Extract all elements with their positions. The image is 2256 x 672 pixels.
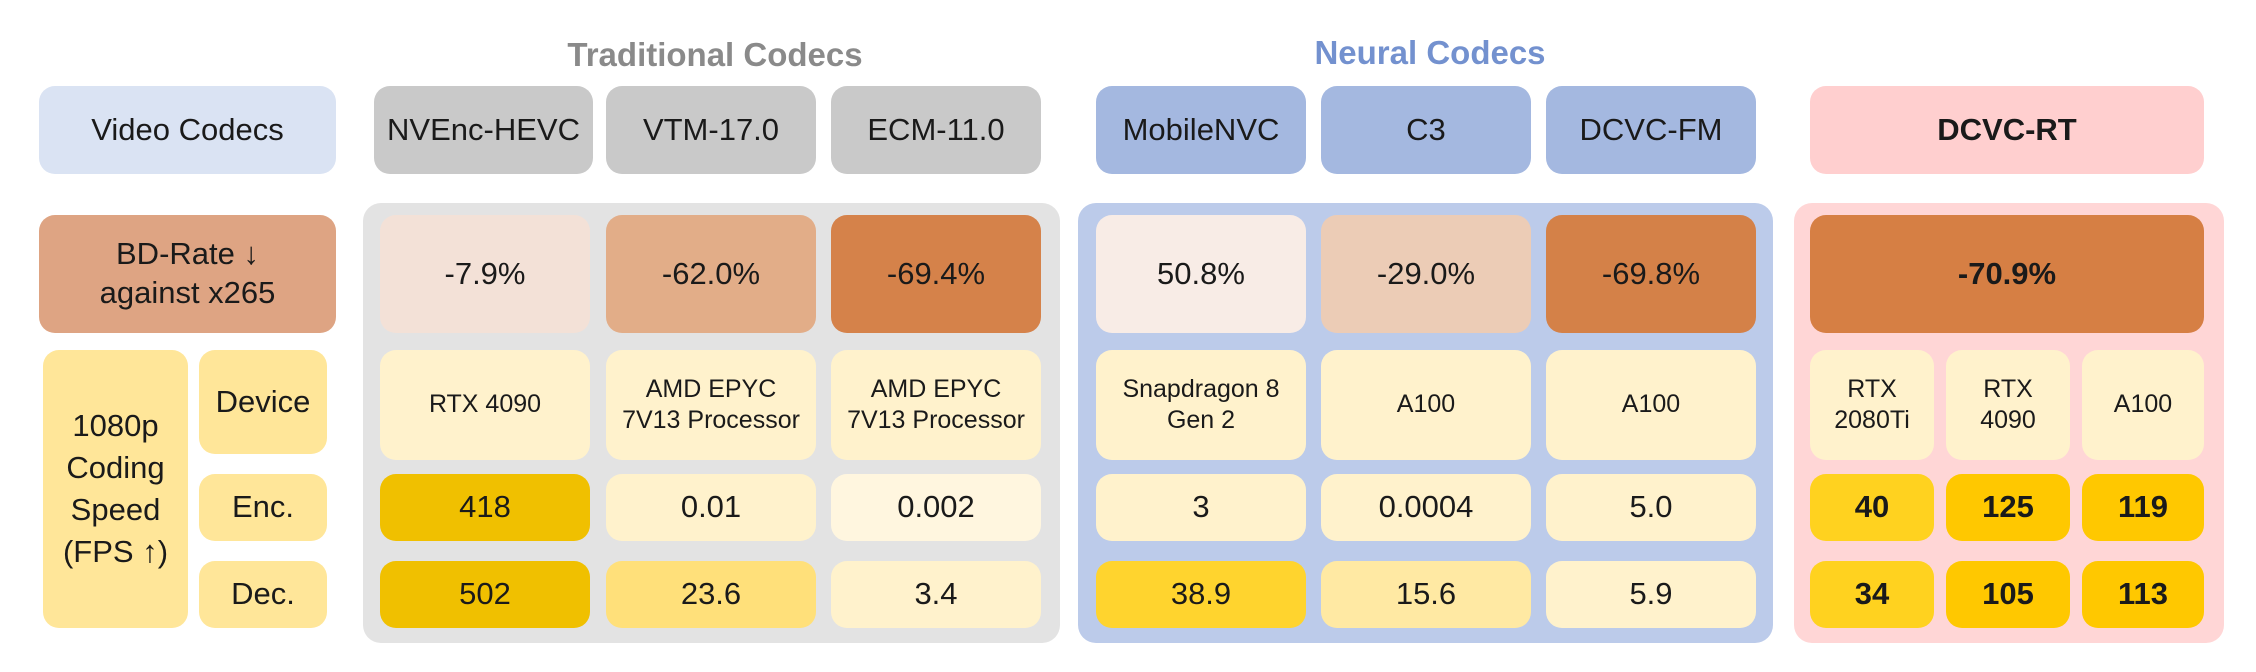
codec-header-nvenc-hevc: NVEnc-HEVC [374,86,593,174]
enc-row-label: Enc. [199,474,327,541]
enc-dcvc-fm: 5.0 [1546,474,1756,541]
device-vtm: AMD EPYC 7V13 Processor [606,350,816,460]
dec-dcvc-rt-a100: 113 [2082,561,2204,628]
bd-rate-ecm: -69.4% [831,215,1041,333]
device-ecm-line1: AMD EPYC [870,374,1002,403]
bd-rate-vtm: -62.0% [606,215,816,333]
enc-vtm: 0.01 [606,474,816,541]
bd-rate-nvenc-hevc: -7.9% [380,215,590,333]
device-dcvc-fm: A100 [1546,350,1756,460]
dec-ecm: 3.4 [831,561,1041,628]
dec-nvenc-hevc: 502 [380,561,590,628]
device-c3-text: A100 [1396,390,1456,419]
device-dcvc-rt-4090-line1: RTX [1983,374,2033,403]
device-dcvc-fm-text: A100 [1621,390,1681,419]
codec-header-ecm: ECM-11.0 [831,86,1041,174]
device-dcvc-rt-a100: A100 [2082,350,2204,460]
device-mobilenvc-line2: Gen 2 [1166,406,1236,434]
device-dcvc-rt-2080ti: RTX 2080Ti [1810,350,1934,460]
bd-rate-label: BD-Rate ↓ against x265 [39,215,336,333]
enc-ecm: 0.002 [831,474,1041,541]
dec-dcvc-rt-4090: 105 [1946,561,2070,628]
device-vtm-line2: 7V13 Processor [622,406,800,434]
coding-speed-label: 1080p Coding Speed (FPS ↑) [43,350,188,628]
device-dcvc-rt-2080ti-line1: RTX [1847,374,1897,403]
enc-nvenc-hevc: 418 [380,474,590,541]
device-dcvc-rt-2080ti-line2: 2080Ti [1834,406,1910,434]
bd-rate-mobilenvc: 50.8% [1096,215,1306,333]
device-vtm-line1: AMD EPYC [645,374,777,403]
device-ecm-line2: 7V13 Processor [847,406,1025,434]
device-dcvc-rt-a100-text: A100 [2113,390,2173,419]
bd-rate-label-line1: BD-Rate ↓ [116,236,259,272]
device-dcvc-rt-4090-line2: 4090 [1980,406,2036,434]
enc-dcvc-rt-a100: 119 [2082,474,2204,541]
codec-header-vtm: VTM-17.0 [606,86,816,174]
codec-header-dcvc-rt: DCVC-RT [1810,86,2204,174]
coding-speed-line4: (FPS ↑) [62,533,169,569]
device-c3: A100 [1321,350,1531,460]
coding-speed-line3: Speed [70,492,161,527]
dec-c3: 15.6 [1321,561,1531,628]
codec-header-c3: C3 [1321,86,1531,174]
bd-rate-dcvc-rt: -70.9% [1810,215,2204,333]
bd-rate-dcvc-fm: -69.8% [1546,215,1756,333]
codec-header-dcvc-fm: DCVC-FM [1546,86,1756,174]
dec-row-label: Dec. [199,561,327,628]
enc-mobilenvc: 3 [1096,474,1306,541]
dec-mobilenvc: 38.9 [1096,561,1306,628]
bd-rate-label-line2: against x265 [99,275,276,310]
neural-codecs-title: Neural Codecs [1314,34,1546,71]
device-row-label: Device [199,350,327,454]
device-mobilenvc: Snapdragon 8 Gen 2 [1096,350,1306,460]
device-nvenc-hevc: RTX 4090 [380,350,590,460]
coding-speed-line1: 1080p [72,408,159,444]
codec-header-mobilenvc: MobileNVC [1096,86,1306,174]
device-mobilenvc-line1: Snapdragon 8 [1122,374,1280,403]
device-nvenc-hevc-text: RTX 4090 [428,390,542,419]
enc-dcvc-rt-2080ti: 40 [1810,474,1934,541]
bd-rate-c3: -29.0% [1321,215,1531,333]
device-dcvc-rt-4090: RTX 4090 [1946,350,2070,460]
enc-dcvc-rt-4090: 125 [1946,474,2070,541]
coding-speed-line2: Coding [66,450,165,486]
traditional-codecs-title: Traditional Codecs [567,36,863,73]
dec-dcvc-fm: 5.9 [1546,561,1756,628]
dec-vtm: 23.6 [606,561,816,628]
video-codecs-label: Video Codecs [39,86,336,174]
enc-c3: 0.0004 [1321,474,1531,541]
dec-dcvc-rt-2080ti: 34 [1810,561,1934,628]
device-ecm: AMD EPYC 7V13 Processor [831,350,1041,460]
